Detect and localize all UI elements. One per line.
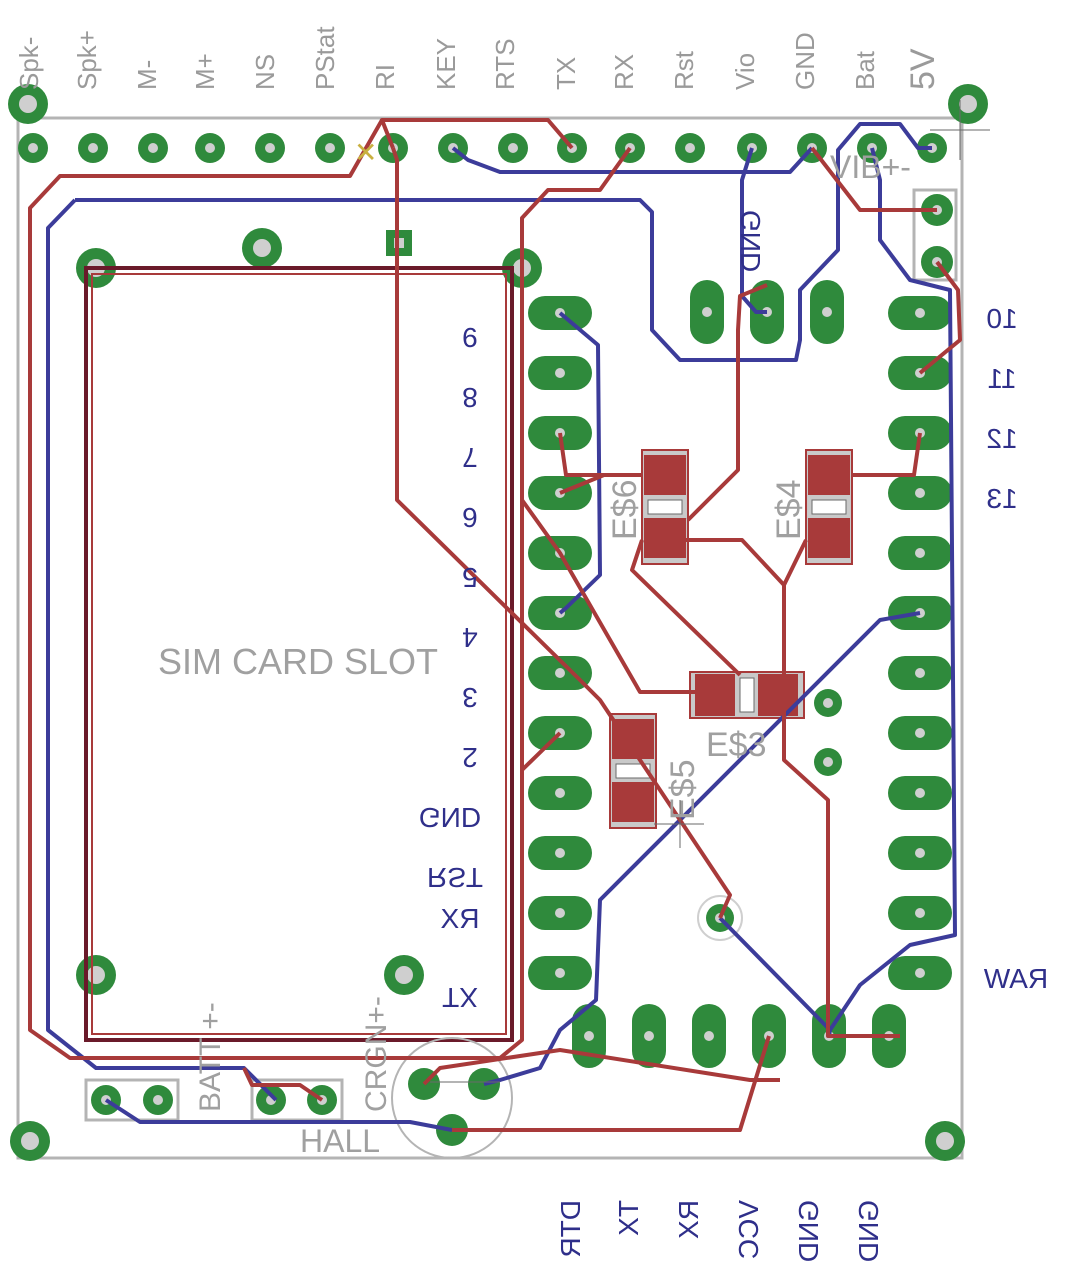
component-labels: E$6 E$4 E$3 E$5: [606, 480, 808, 821]
pin-label: 9: [462, 322, 478, 353]
pin-label: RST: [427, 862, 483, 893]
pin-label: 13: [986, 483, 1017, 514]
header-label: RX: [609, 54, 639, 90]
sim-card-label: SIM CARD SLOT: [158, 641, 438, 682]
component-label: E$4: [770, 480, 808, 541]
component-label: E$3: [706, 726, 767, 764]
header-label: TX: [551, 57, 581, 90]
top-gnd-label: GND: [735, 210, 766, 272]
header-label: KEY: [431, 38, 461, 90]
header-label: Vio: [730, 53, 760, 90]
header-label: RTS: [490, 38, 520, 90]
pin-label: 11: [987, 363, 1016, 394]
header-label: GND: [790, 32, 820, 90]
header-label: M+: [190, 53, 220, 90]
sim-card-slot: [84, 266, 514, 1042]
pin-label: GND: [419, 802, 481, 833]
top-layer-traces: [28, 118, 962, 1132]
left-pad-column: [528, 296, 592, 990]
hall-label: HALL: [300, 1123, 380, 1159]
smd-e5: [609, 713, 657, 829]
pin-label: 2: [462, 742, 478, 773]
smd-e3: [689, 671, 805, 719]
right-pad-column: [888, 296, 952, 990]
smd-e4: [805, 449, 853, 565]
pin-label: DTR: [555, 1200, 586, 1258]
pin-label: 7: [462, 442, 478, 473]
pin-label: RAW: [983, 963, 1048, 994]
batt-connector: [84, 1078, 180, 1122]
pin-label: GND: [853, 1200, 884, 1262]
vias: [697, 689, 842, 941]
pin-label: RX: [673, 1200, 704, 1239]
svg-text:✕: ✕: [354, 137, 377, 168]
header-label: NS: [250, 54, 280, 90]
header-label: M-: [132, 60, 162, 90]
batt-label: BATT +-: [194, 1002, 227, 1112]
header-label: RI: [370, 64, 400, 90]
header-label: Spk-: [14, 37, 44, 90]
pin-label: 4: [462, 622, 478, 653]
pin-label: VCC: [733, 1200, 764, 1259]
bottom-labels: DTR TX RX VCC GND GND: [555, 1200, 884, 1262]
vib-label: VIB+-: [830, 149, 911, 185]
pin-label: TX: [613, 1200, 644, 1236]
header-labels: Spk- Spk+ M- M+ NS PStat RI KEY RTS TX R…: [14, 26, 942, 90]
pin-label: RX: [440, 903, 479, 934]
pin-label: 10: [986, 303, 1017, 334]
header-label: PStat: [310, 26, 340, 90]
component-label: E$6: [606, 480, 644, 541]
header-label: 5V: [904, 48, 942, 90]
header-pads: [18, 133, 947, 163]
left-column-labels: 9 8 7 6 5 4 3 2 GND RST RX TX: [419, 322, 483, 1013]
pin-label: 8: [462, 382, 478, 413]
header-label: Rst: [669, 50, 699, 90]
chgn-label: CRGN+-: [360, 996, 393, 1112]
header-label: Spk+: [72, 30, 102, 90]
pin-label: 3: [462, 682, 478, 713]
component-label: E$5: [664, 760, 702, 821]
smd-e6: [641, 449, 689, 565]
pin-label: TX: [442, 982, 478, 1013]
crosshair-markers: [430, 100, 990, 1083]
pin-label: 6: [462, 502, 478, 533]
mounting-holes: [8, 84, 988, 1161]
vib-connector: [912, 188, 958, 282]
pin-label: 5: [462, 562, 478, 593]
right-column-labels: 10 11 12 13 RAW: [983, 303, 1048, 994]
pin-label: GND: [793, 1200, 824, 1262]
pin-label: 12: [986, 423, 1017, 454]
header-label: Bat: [850, 50, 880, 90]
